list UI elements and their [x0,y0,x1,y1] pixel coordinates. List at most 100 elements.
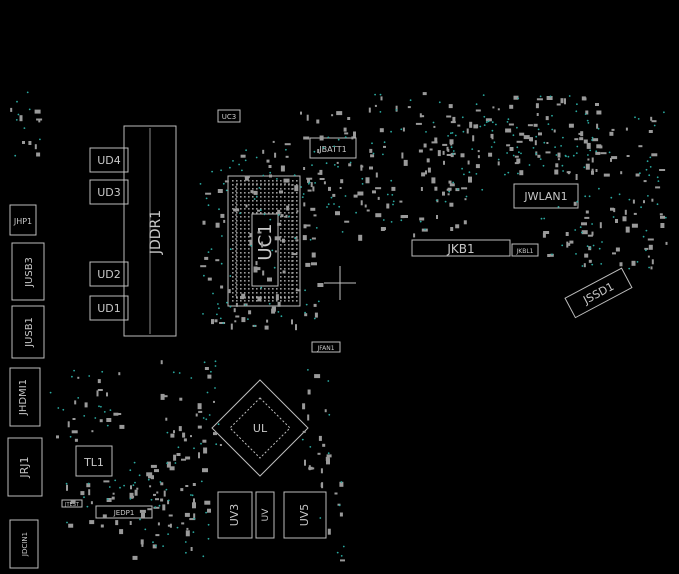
via [551,128,554,131]
smd-pad [331,114,334,117]
via [214,365,217,367]
chip-uc3[interactable]: UC3 [217,109,241,123]
via [567,155,570,158]
pch-ul[interactable]: UL [211,379,309,477]
connector-jbatt1[interactable]: JBATT1 [309,137,357,159]
bga-ball [232,216,234,218]
memory-ud3[interactable]: UD3 [89,179,129,205]
bga-ball [280,232,282,234]
memory-ud4[interactable]: UD4 [89,147,129,173]
via [103,411,106,413]
memory-uv3[interactable]: UV3 [217,491,253,539]
smd-pad [66,484,68,491]
bga-ball [232,264,234,266]
via [479,125,482,128]
transformer-tl1[interactable]: TL1 [75,445,113,477]
via [328,413,331,416]
via [304,311,306,314]
smd-pad [193,498,195,504]
connector-jkb1[interactable]: JKB1 [411,239,511,257]
bga-ball [248,244,250,246]
smd-pad [308,466,313,470]
connector-jwlan1[interactable]: JWLAN1 [513,183,579,209]
bga-ball [260,188,262,190]
smd-pad [434,137,438,142]
ddr-slot-jddr1[interactable]: JDDR1 [123,125,177,337]
smd-pad [534,140,537,146]
bga-ball [240,288,242,290]
via [202,313,204,315]
bga-ball [244,208,246,210]
via [338,205,341,208]
smd-pad [513,95,519,100]
smd-pad [407,106,411,109]
smd-pad [266,159,270,163]
smd-pad [304,313,308,317]
bga-ball [292,264,294,266]
bga-ball [296,260,298,262]
via [14,154,17,157]
via [589,247,592,250]
smd-pad [129,521,132,525]
memory-uv[interactable]: UV [255,491,275,539]
via [218,307,220,310]
connector-jhdmi1[interactable]: JHDMI1 [9,367,41,427]
smd-pad [514,155,519,158]
memory-ud2[interactable]: UD2 [89,261,129,287]
smd-pad [360,164,363,171]
connector-jfan1[interactable]: JFAN1 [311,341,341,353]
bga-ball [292,256,294,258]
smd-pad [262,149,265,154]
smd-pad [514,162,519,165]
smd-pad [469,121,473,128]
smd-pad [546,142,549,144]
uv-label: UV [261,508,271,522]
smd-pad [303,167,306,170]
connector-jedp1[interactable]: JEDP1 [95,505,153,519]
connector-jusb1[interactable]: JUSB1 [11,305,45,359]
memory-uv5[interactable]: UV5 [283,491,327,539]
smd-pad [647,255,650,258]
smd-pad [446,154,452,156]
via [537,128,540,131]
via [62,408,65,411]
smd-pad [468,176,472,183]
connector-jdcin1[interactable]: JDCIN1 [9,519,39,569]
via [106,424,109,427]
smd-pad [291,319,293,325]
smd-pad [581,222,587,226]
bga-ball [288,264,290,266]
via [506,152,508,154]
bga-ball [280,208,282,210]
bga-ball [296,292,298,294]
smd-pad [102,514,107,518]
smd-pad [200,265,207,268]
bga-ball [236,296,238,298]
bga-ball [248,200,250,202]
smd-pad [112,492,115,495]
connector-jusb3[interactable]: JUSB3 [11,242,45,301]
via [507,118,510,121]
connector-jtest[interactable]: JTEST [61,499,83,508]
bga-ball [248,204,250,206]
via [172,371,175,374]
bga-ball [288,292,290,294]
smd-pad [655,186,661,189]
via [591,136,594,139]
smd-pad [257,209,260,212]
via [226,301,228,304]
via [293,174,296,177]
smd-pad [337,503,341,506]
via [307,182,310,185]
smd-pad [211,319,214,325]
smd-pad [321,482,324,489]
smd-pad [492,106,495,109]
memory-ud1[interactable]: UD1 [89,295,129,321]
smd-pad [375,213,382,218]
connector-jrj1[interactable]: JRJ1 [7,437,43,497]
connector-jhp1[interactable]: JHP1 [9,204,37,236]
smd-pad [91,430,94,433]
connector-jkbl1[interactable]: JKBL1 [511,243,539,257]
via [83,415,86,417]
